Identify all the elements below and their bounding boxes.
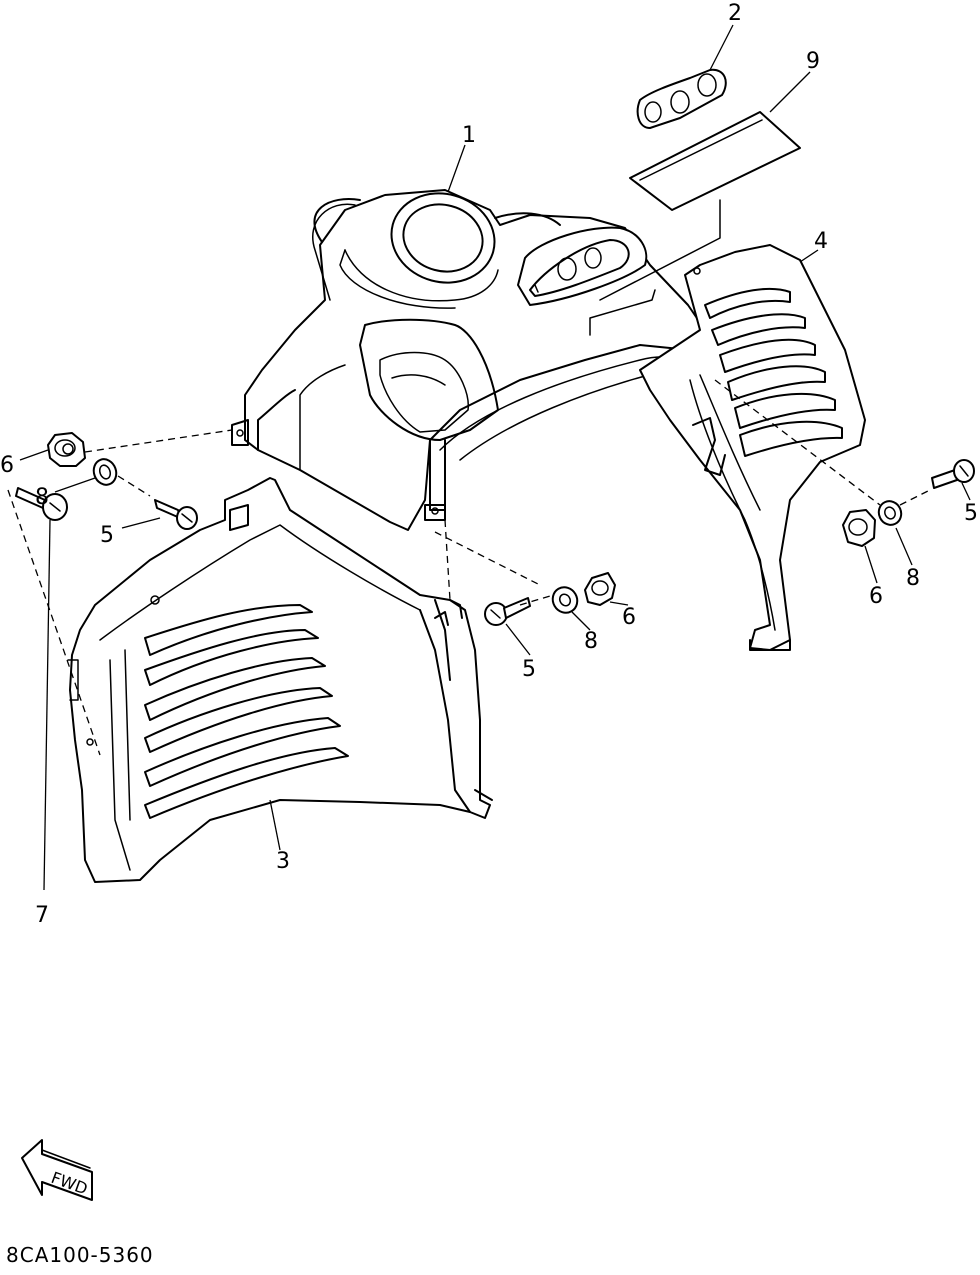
- callouts: 1 2 3 4 5 5 5 6 6 6 7 8 8 8 9: [0, 1, 978, 928]
- part-6-nut-left: [47, 432, 86, 467]
- part-9-plate: [599, 111, 801, 301]
- callout-6-center: 6: [622, 605, 636, 630]
- diagram-code: 8CA100-5360: [6, 1243, 154, 1267]
- callout-1: 1: [462, 123, 476, 148]
- callout-7: 7: [35, 903, 49, 928]
- part-7-screw: [15, 487, 68, 521]
- part-3-left-panel: [67, 477, 493, 883]
- callout-5-right: 5: [964, 501, 978, 526]
- callout-5-center: 5: [522, 657, 536, 682]
- leader-lines: [19, 24, 971, 891]
- callout-6-right: 6: [869, 584, 883, 609]
- assembly-lines: [7, 379, 931, 756]
- part-8-washer-center: [551, 586, 579, 614]
- callout-6-left: 6: [0, 453, 14, 478]
- part-2-gasket: [636, 68, 727, 129]
- callout-5-left: 5: [100, 523, 114, 548]
- part-8-washer-right: [877, 500, 903, 526]
- callout-3: 3: [276, 849, 290, 874]
- callout-8-center: 8: [584, 629, 598, 654]
- callout-2: 2: [728, 1, 742, 26]
- part-5-bolt-left: [154, 499, 198, 530]
- callout-8-left: 8: [35, 485, 49, 510]
- callout-4: 4: [814, 229, 828, 254]
- callout-8-right: 8: [906, 566, 920, 591]
- part-4-right-panel: [639, 244, 866, 651]
- part-6-nut-center: [584, 572, 616, 606]
- part-1-top-cover: [231, 189, 723, 531]
- part-8-washer-left: [92, 458, 118, 486]
- callout-9: 9: [806, 49, 820, 74]
- part-6-nut-right: [842, 509, 876, 547]
- part-5-bolt-right: [931, 459, 975, 489]
- fwd-arrow-icon: FWD: [21, 1139, 93, 1201]
- part-5-bolt-center: [484, 597, 531, 626]
